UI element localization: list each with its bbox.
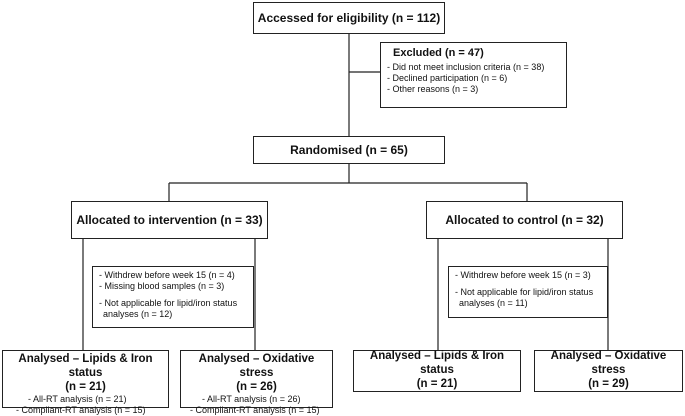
analysis-item: - All-RT analysis (n = 21) (28, 394, 127, 405)
excluded-box: Excluded (n = 47) - Did not meet inclusi… (380, 42, 567, 108)
randomised-title: Randomised (n = 65) (290, 142, 408, 157)
eligibility-title: Accessed for eligibility (n = 112) (257, 10, 441, 25)
lipids-title: Analysed – Lipids & Iron status (369, 350, 505, 377)
intervention-dropouts-box: - Withdrew before week 15 (n = 4) - Miss… (92, 266, 254, 328)
lipids-count: (n = 21) (65, 380, 106, 393)
dropout-item: - Missing blood samples (n = 3) (99, 281, 225, 291)
intervention-title: Allocated to intervention (n = 33) (76, 212, 263, 227)
intervention-oxidative-box: Analysed – Oxidative stress (n = 26) - A… (180, 350, 333, 415)
analysis-item: - Compliant-RT analysis (n = 15) (190, 405, 320, 416)
analysis-item: - Compliant-RT analysis (n = 15) (16, 405, 146, 416)
intervention-lipids-box: Analysed – Lipids & Iron status (n = 21)… (2, 350, 169, 415)
dropout-item: - Withdrew before week 15 (n = 4) (99, 270, 235, 280)
dropout-item: - Withdrew before week 15 (n = 3) (455, 270, 591, 280)
lipids-title: Analysed – Lipids & Iron status (18, 353, 153, 379)
oxidative-title: Analysed – Oxidative stress (550, 350, 667, 377)
excluded-item: - Other reasons (n = 3) (387, 84, 479, 95)
oxidative-count: (n = 29) (588, 377, 629, 390)
randomised-box: Randomised (n = 65) (253, 136, 445, 164)
dropout-item: - Not applicable for lipid/iron status (99, 298, 238, 308)
excluded-title: Excluded (n = 47) (393, 47, 484, 59)
eligibility-box: Accessed for eligibility (n = 112) (253, 2, 445, 34)
dropout-item: - Not applicable for lipid/iron status (455, 287, 594, 297)
control-title: Allocated to control (n = 32) (445, 212, 604, 227)
dropout-item: analyses (n = 12) (103, 309, 173, 319)
control-oxidative-box: Analysed – Oxidative stress (n = 29) (534, 350, 683, 392)
lipids-count: (n = 21) (416, 377, 458, 390)
control-lipids-box: Analysed – Lipids & Iron status (n = 21) (353, 350, 521, 392)
control-dropouts-box: - Withdrew before week 15 (n = 3) - Not … (448, 266, 608, 318)
dropout-item: analyses (n = 11) (459, 298, 528, 308)
control-box: Allocated to control (n = 32) (426, 201, 623, 239)
oxidative-count: (n = 26) (236, 380, 277, 393)
oxidative-title: Analysed – Oxidative stress (198, 353, 315, 379)
analysis-item: - All-RT analysis (n = 26) (202, 394, 301, 405)
intervention-box: Allocated to intervention (n = 33) (71, 201, 268, 239)
excluded-item: - Did not meet inclusion criteria (n = 3… (387, 62, 545, 73)
excluded-item: - Declined participation (n = 6) (387, 73, 508, 84)
